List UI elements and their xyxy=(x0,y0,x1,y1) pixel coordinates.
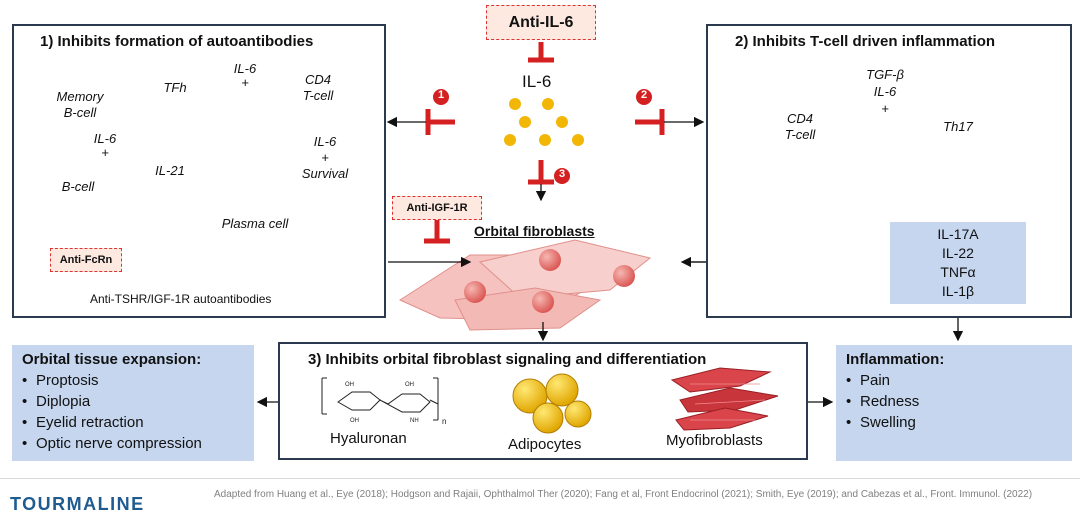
box-fibroblast-signaling xyxy=(278,342,808,460)
anti-igf1r-box: Anti-IGF-1R xyxy=(392,196,482,220)
memory-bcell-label-2: B-cell xyxy=(63,105,97,120)
orbital-tissue-title: Orbital tissue expansion: xyxy=(22,351,202,368)
divider xyxy=(0,478,1080,479)
fibroblast-cells-graphic xyxy=(398,239,652,331)
list-item: Swelling xyxy=(846,412,1072,433)
badge-2: 2 xyxy=(640,89,648,101)
il6-plus-left-1: IL-6 xyxy=(93,131,117,146)
orbital-tissue-expansion-panel: Orbital tissue expansion: Proptosis Dipl… xyxy=(12,345,254,461)
cd4-label-2: T-cell xyxy=(302,88,334,103)
list-item: Redness xyxy=(846,391,1072,412)
il6-dots xyxy=(504,98,584,146)
cytokine-item: TNFα xyxy=(940,264,976,280)
myofibroblasts-graphic xyxy=(670,367,779,431)
badge-3: 3 xyxy=(558,168,566,180)
anti-il6-box: Anti-IL-6 xyxy=(486,5,596,40)
box1-title: 1) Inhibits formation of autoantibodies xyxy=(40,33,314,50)
hyaluronan-structure: OH OH OH NH n xyxy=(321,377,446,426)
hyaluronan-label: Hyaluronan xyxy=(330,430,407,447)
myofibroblasts-label: Myofibroblasts xyxy=(666,432,763,449)
orbital-fibroblasts-label: Orbital fibroblasts xyxy=(474,223,595,239)
bcell-label: B-cell xyxy=(61,179,95,194)
anti-igf1r-label: Anti-IGF-1R xyxy=(406,202,468,214)
badge-1: 1 xyxy=(437,89,445,101)
tgf-label-3: + xyxy=(881,101,889,116)
list-item: Proptosis xyxy=(22,370,254,391)
svg-text:NH: NH xyxy=(410,418,419,424)
tgf-label-1: TGF-β xyxy=(866,67,904,82)
list-item: Pain xyxy=(846,370,1072,391)
cd4-2-label-2: T-cell xyxy=(784,127,816,142)
cytokines-box: IL-17A IL-22 TNFα IL-1β xyxy=(890,222,1026,304)
svg-text:OH: OH xyxy=(345,382,354,388)
anti-fcrn-box: Anti-FcRn xyxy=(50,248,122,272)
svg-text:n: n xyxy=(442,417,446,426)
inflammation-title: Inflammation: xyxy=(846,351,945,368)
svg-text:OH: OH xyxy=(350,418,359,424)
il6-survival-1: IL-6 xyxy=(313,134,337,149)
cytokine-item: IL-17A xyxy=(937,226,979,242)
il21-label: IL-21 xyxy=(155,163,185,178)
il6-label: IL-6 xyxy=(522,72,552,91)
list-item: Eyelid retraction xyxy=(22,412,254,433)
adipocytes-graphic xyxy=(512,373,592,434)
cd4-label-1: CD4 xyxy=(304,72,331,87)
svg-text:OH: OH xyxy=(405,382,414,388)
list-item: Optic nerve compression xyxy=(22,433,254,454)
anti-il6-label: Anti-IL-6 xyxy=(508,13,574,31)
il6-plus-left-2: + xyxy=(101,145,109,160)
cytokine-item: IL-22 xyxy=(942,245,974,261)
list-item: Diplopia xyxy=(22,391,254,412)
autoantibodies-label: Anti-TSHR/IGF-1R autoantibodies xyxy=(90,292,272,306)
tfh-label: TFh xyxy=(163,80,187,95)
plasma-cell-label: Plasma cell xyxy=(221,216,289,231)
tourmaline-logo: TOURMALINE xyxy=(10,494,145,514)
cytokine-item: IL-1β xyxy=(941,283,975,299)
adipocytes-label: Adipocytes xyxy=(508,436,582,453)
cd4-2-label-1: CD4 xyxy=(786,111,813,126)
citation: Adapted from Huang et al., Eye (2018); H… xyxy=(214,489,1033,500)
anti-fcrn-label: Anti-FcRn xyxy=(59,254,113,266)
memory-bcell-label-1: Memory xyxy=(56,89,104,104)
box3-title: 3) Inhibits orbital fibroblast signaling… xyxy=(308,351,707,368)
il6-plus-top-1: IL-6 xyxy=(233,61,257,76)
il6-survival-2: + xyxy=(321,150,329,165)
box2-title: 2) Inhibits T-cell driven inflammation xyxy=(735,33,996,50)
inflammation-panel: Inflammation: Pain Redness Swelling xyxy=(836,345,1072,461)
il6-plus-top-2: + xyxy=(241,75,249,90)
tgf-label-2: IL-6 xyxy=(873,84,897,99)
il6-survival-3: Survival xyxy=(301,166,349,181)
th17-label: Th17 xyxy=(943,119,973,134)
